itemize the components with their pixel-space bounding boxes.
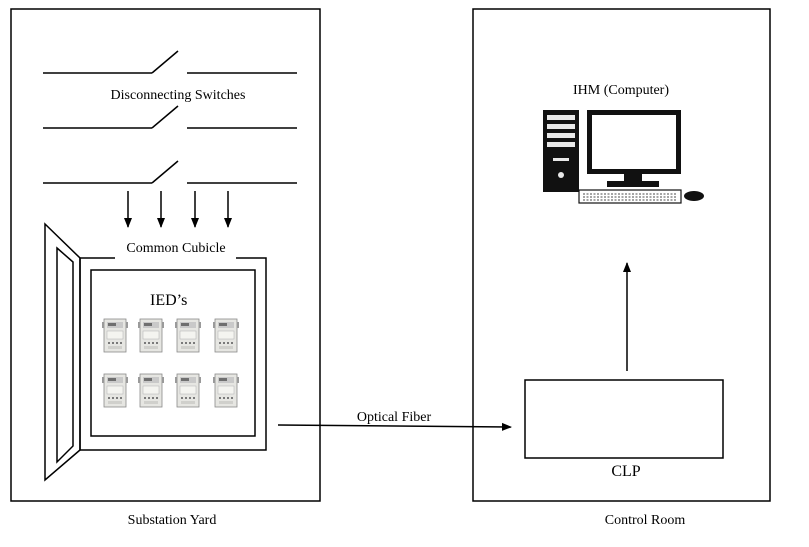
optical-fiber-arrow bbox=[277, 422, 512, 431]
clp-box bbox=[524, 379, 724, 459]
cubicle-inner-panel bbox=[90, 269, 256, 437]
common-cubicle-label: Common Cubicle bbox=[126, 241, 225, 256]
ied-device bbox=[137, 318, 165, 353]
ihm-label: IHM (Computer) bbox=[573, 83, 669, 98]
control-room-panel bbox=[472, 8, 771, 502]
ied-device bbox=[174, 318, 202, 353]
ieds-label: IED’s bbox=[150, 292, 187, 309]
keyboard-icon bbox=[578, 189, 682, 204]
substation-yard-label: Substation Yard bbox=[128, 513, 217, 528]
monitor-icon bbox=[587, 110, 681, 187]
ied-device bbox=[137, 373, 165, 408]
switch-1 bbox=[43, 50, 297, 74]
switch-2 bbox=[43, 105, 297, 129]
mouse-icon bbox=[684, 191, 704, 201]
ied-device bbox=[212, 373, 240, 408]
substation-yard-panel bbox=[10, 8, 321, 502]
ied-device bbox=[101, 373, 129, 408]
tower-icon bbox=[543, 110, 579, 192]
ied-device bbox=[174, 373, 202, 408]
computer-icon bbox=[543, 110, 704, 204]
common-cubicle bbox=[44, 222, 267, 482]
cubicle-door-inner bbox=[56, 246, 74, 464]
control-room-label: Control Room bbox=[605, 513, 686, 528]
disconnecting-switches-label: Disconnecting Switches bbox=[111, 88, 246, 103]
cubicle-frame bbox=[79, 257, 267, 451]
ied-grid bbox=[101, 318, 240, 408]
down-arrows bbox=[124, 191, 232, 228]
ied-device bbox=[101, 318, 129, 353]
optical-fiber-label: Optical Fiber bbox=[357, 410, 432, 425]
switch-3 bbox=[43, 160, 297, 184]
clp-label: CLP bbox=[611, 463, 640, 480]
ied-device bbox=[212, 318, 240, 353]
cubicle-door-outer bbox=[44, 222, 81, 482]
disconnecting-switches bbox=[43, 50, 297, 184]
